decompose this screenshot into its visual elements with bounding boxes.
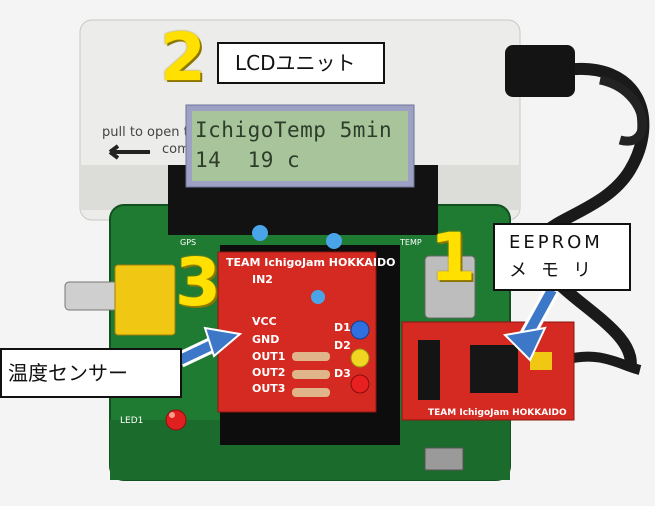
label-d2: D2 (334, 339, 351, 352)
usb-plug (505, 45, 575, 97)
eeprom-team-label: TEAM IchigoJam HOKKAIDO (428, 408, 567, 418)
led1-label: LED1 (120, 416, 143, 426)
led1 (165, 409, 187, 431)
pin-out2: OUT2 (252, 366, 285, 379)
pin-vcc: VCC (252, 315, 277, 328)
led-blue (350, 320, 370, 340)
shield-team-label: TEAM IchigoJam HOKKAIDO (226, 256, 395, 269)
temp-sensor-callout: 温度センサー (0, 348, 182, 398)
gps-label: GPS (180, 238, 196, 247)
capacitor-3 (252, 225, 268, 241)
capacitor-2 (326, 233, 342, 249)
arrow-left-icon (108, 144, 150, 160)
number-3-label: 3 (175, 244, 221, 321)
eeprom-label: EEPROM (509, 232, 603, 253)
pin-gnd: GND (252, 333, 279, 346)
rca-metal (64, 281, 121, 311)
resistor-3 (292, 388, 330, 397)
pin-out3: OUT3 (252, 382, 285, 395)
number-2-label: 2 (160, 19, 206, 96)
led-highlight (169, 412, 175, 418)
temp-sensor-label: 温度センサー (8, 361, 128, 385)
pin-out1: OUT1 (252, 350, 285, 363)
eeprom-callout-arrowhead (502, 326, 547, 362)
number-1-label: 1 (430, 219, 476, 296)
slide-switch (424, 447, 464, 471)
eeprom-chip (470, 345, 518, 393)
lcd-glass (192, 111, 408, 181)
jumper-yellow (530, 352, 552, 370)
eeprom-callout: EEPROM メモリ (493, 223, 631, 291)
capacitor-1 (311, 290, 325, 304)
label-d3: D3 (334, 367, 351, 380)
eeprom-header (418, 340, 440, 400)
lcd-unit-label: LCDユニット (235, 51, 356, 75)
red-shield (217, 251, 377, 413)
led-red (350, 374, 370, 394)
resistor-1 (292, 352, 330, 361)
resistor-2 (292, 370, 330, 379)
pull-text-2: com (162, 142, 190, 157)
shield-pin-labels: IN2 VCC GND OUT1 OUT2 OUT3 D1 D2 D3 (252, 273, 351, 395)
led-yellow (350, 348, 370, 368)
cable-loop (598, 75, 647, 146)
temp-label: TEMP (399, 238, 422, 247)
rca-yellow (114, 264, 176, 336)
pull-text: pull to open the (102, 125, 205, 140)
pin-in2: IN2 (252, 273, 273, 286)
usb-jack (424, 255, 476, 319)
lcd-line-1: IchigoTemp 5min (195, 118, 393, 142)
lcd-unit-callout: LCDユニット (217, 42, 385, 84)
cable (531, 62, 650, 372)
sensor-callout-arrowhead (203, 326, 243, 358)
lcd-line-2: 14 19 c (195, 148, 301, 172)
lower-cable (563, 351, 642, 375)
label-d1: D1 (334, 321, 351, 334)
eeprom-sub-label: メモリ (509, 260, 605, 281)
